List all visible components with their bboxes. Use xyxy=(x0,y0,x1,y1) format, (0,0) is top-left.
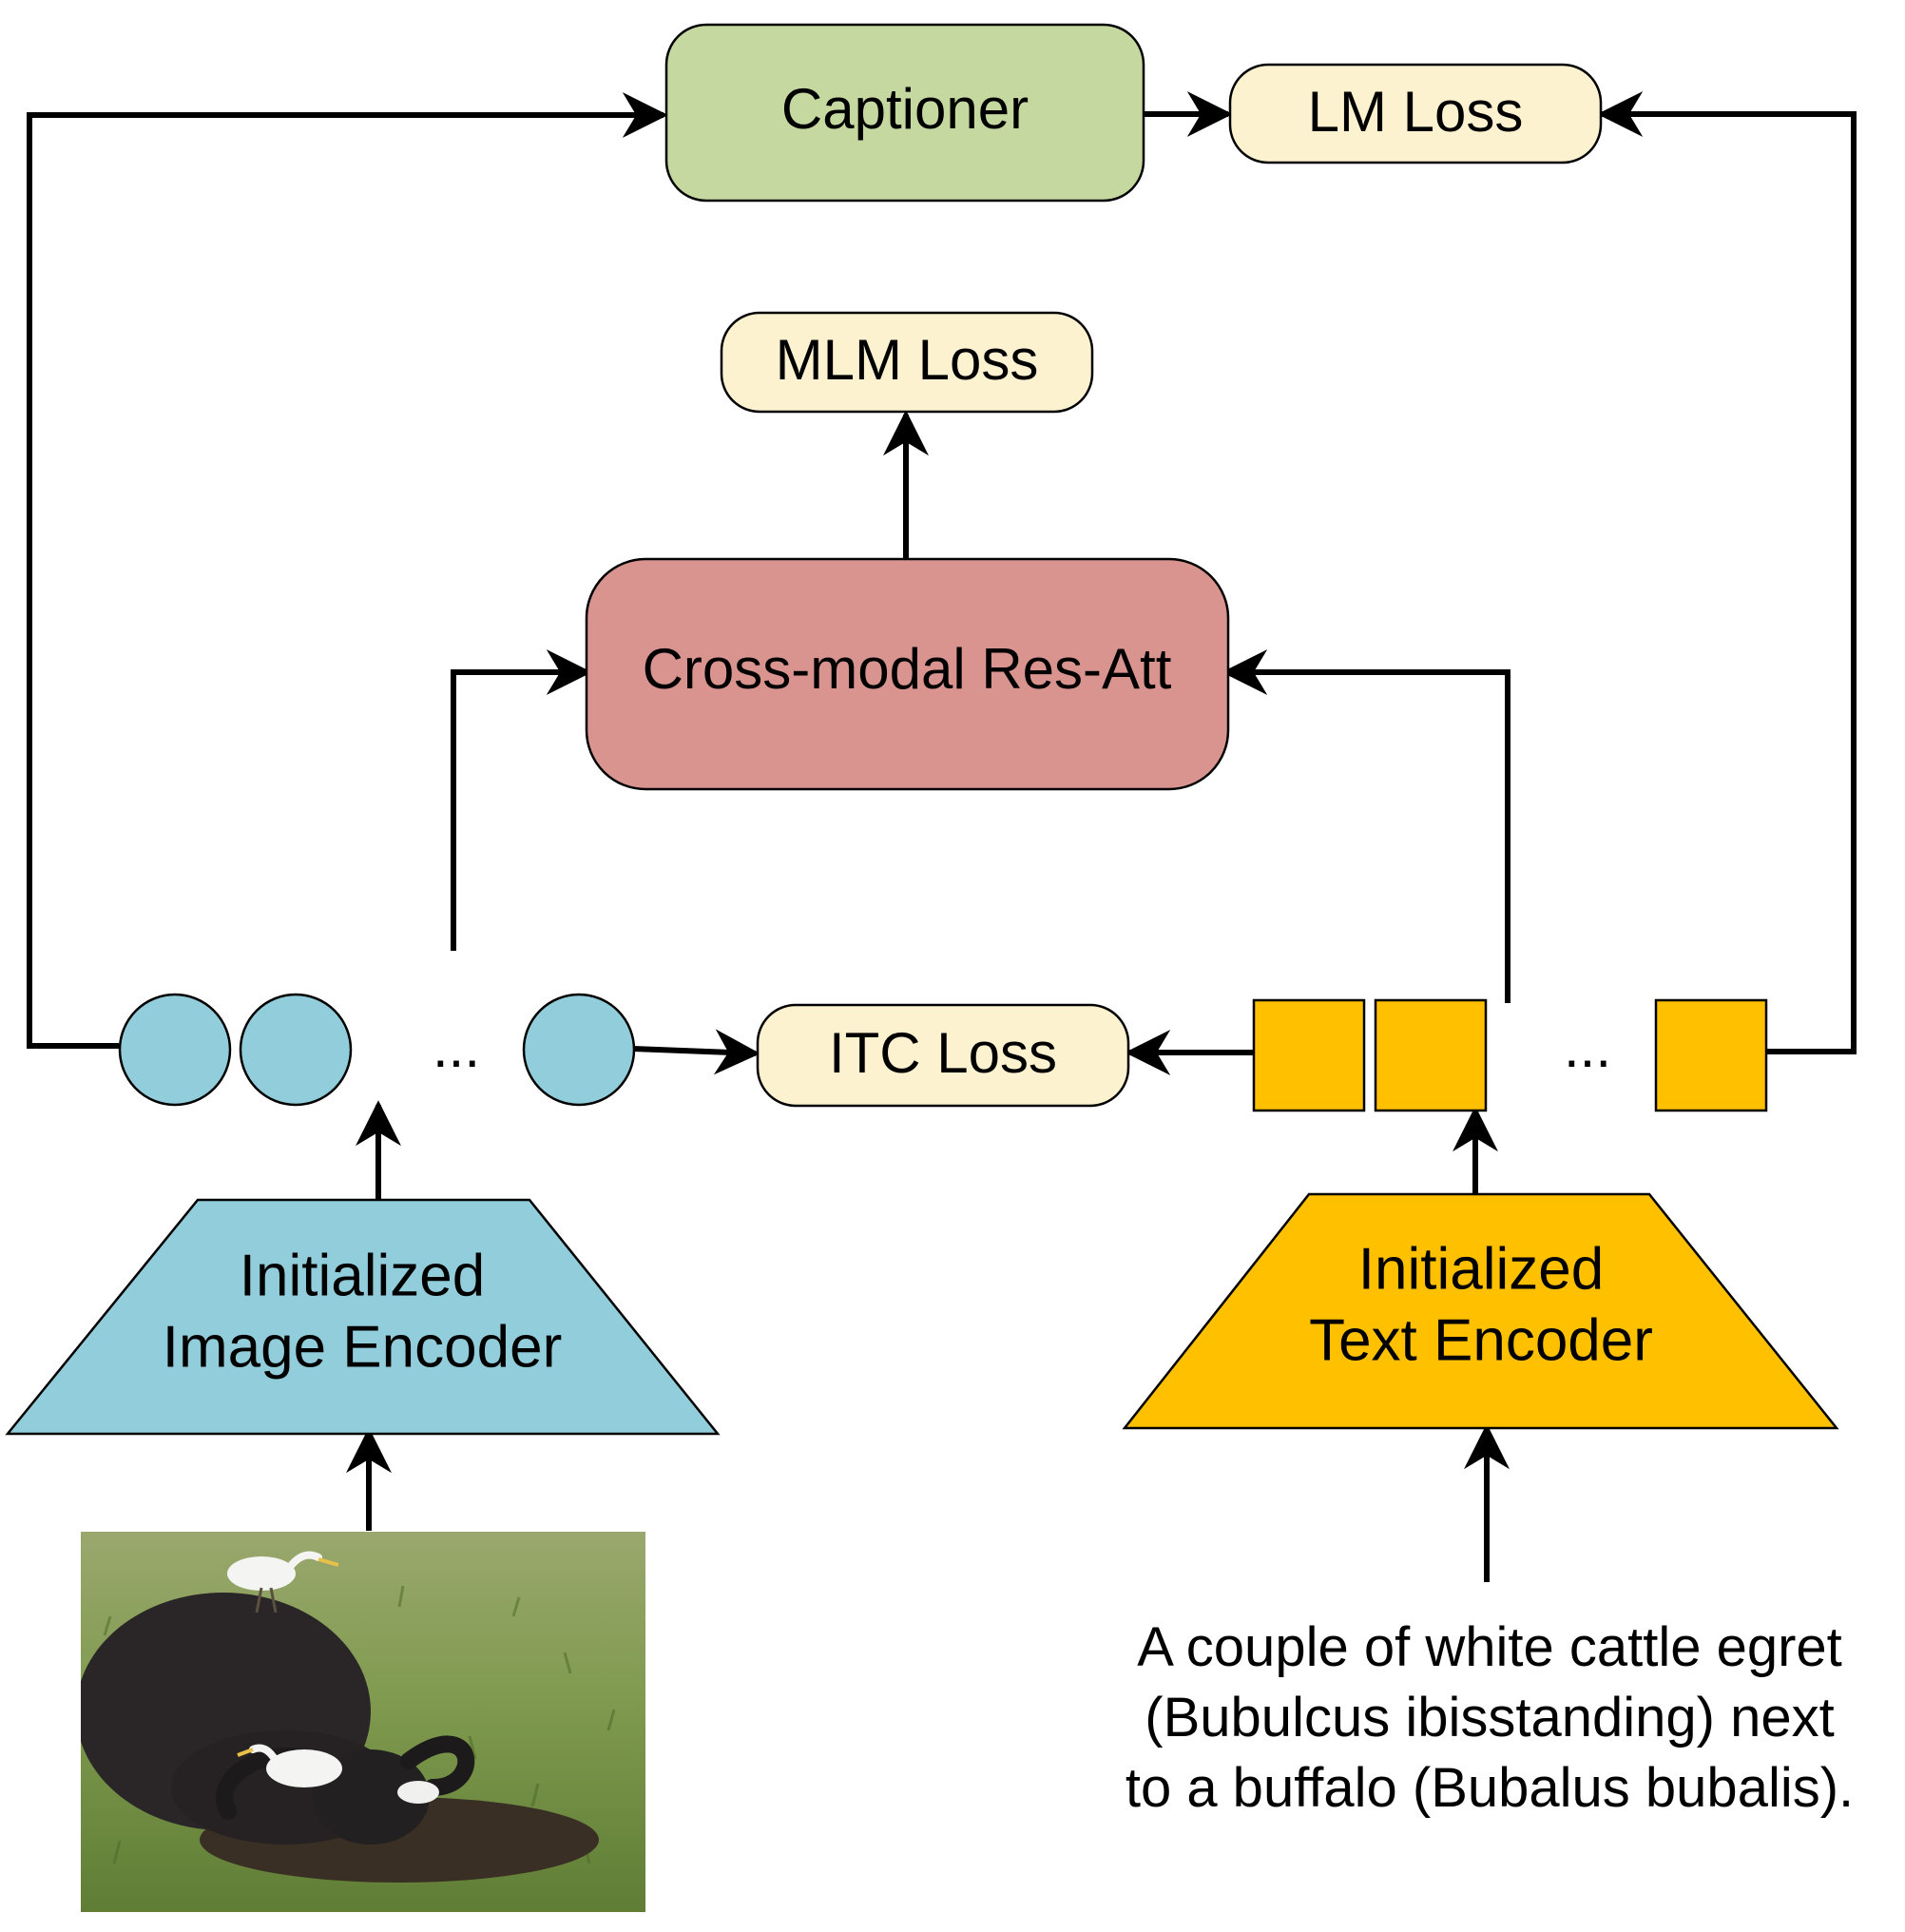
lm-loss-box: LM Loss xyxy=(1228,63,1603,164)
arrow-image-to-captioner xyxy=(27,92,668,1049)
arrow-image-to-itc-loss xyxy=(632,1029,760,1075)
lm-loss-shape xyxy=(1228,63,1603,164)
image-token xyxy=(118,993,232,1107)
caption-line-2: (Bubulcus ibisstanding) next xyxy=(1145,1687,1834,1748)
connectors xyxy=(27,91,1857,1582)
caption-line-3: to a buffalo (Bubalus bubalis). xyxy=(1126,1757,1854,1819)
arrow-text-to-cross-modal xyxy=(1222,649,1511,1003)
captioner-shape xyxy=(664,23,1145,203)
text-encoder-shape xyxy=(1122,1192,1839,1430)
text-token xyxy=(1654,998,1768,1112)
itc-loss-box: ITC Loss xyxy=(756,1003,1130,1108)
cross-modal-label: Cross-modal Res-Att xyxy=(643,637,1172,701)
itc-loss-shape xyxy=(756,1003,1130,1108)
image-tokens: ... xyxy=(118,993,636,1107)
text-tokens: ... xyxy=(1252,998,1768,1112)
text-encoder-label-line2: Text Encoder xyxy=(1309,1307,1653,1373)
captioner-box: Captioner xyxy=(664,23,1145,203)
arrow-text-to-lm-loss xyxy=(1597,91,1857,1054)
lm-loss-label: LM Loss xyxy=(1308,80,1524,144)
text-encoder-label-line1: Initialized xyxy=(1358,1236,1604,1302)
image-token xyxy=(239,993,353,1107)
buffalo-with-egrets-photo xyxy=(81,1532,645,1912)
mlm-loss-box: MLM Loss xyxy=(720,311,1094,414)
image-token xyxy=(522,993,636,1107)
image-encoder-label-line2: Image Encoder xyxy=(163,1314,562,1380)
text-encoder: Initialized Text Encoder xyxy=(1122,1192,1839,1430)
cross-modal-shape xyxy=(585,557,1230,791)
text-token xyxy=(1252,998,1366,1112)
text-token-ellipsis: ... xyxy=(1564,1015,1611,1079)
captioner-label: Captioner xyxy=(781,77,1029,141)
image-encoder-label-line1: Initialized xyxy=(240,1243,485,1308)
caption-line-1: A couple of white cattle egret xyxy=(1137,1616,1842,1678)
text-token xyxy=(1374,998,1488,1112)
mlm-loss-shape xyxy=(720,311,1094,414)
cross-modal-box: Cross-modal Res-Att xyxy=(585,557,1230,791)
image-encoder-shape xyxy=(5,1198,721,1436)
mlm-loss-label: MLM Loss xyxy=(776,328,1039,392)
input-caption: A couple of white cattle egret (Bubulcus… xyxy=(1126,1616,1854,1819)
image-token-ellipsis: ... xyxy=(433,1015,480,1079)
itc-loss-label: ITC Loss xyxy=(829,1021,1057,1085)
arrow-image-to-cross-modal xyxy=(451,649,592,951)
image-encoder: Initialized Image Encoder xyxy=(5,1198,721,1436)
